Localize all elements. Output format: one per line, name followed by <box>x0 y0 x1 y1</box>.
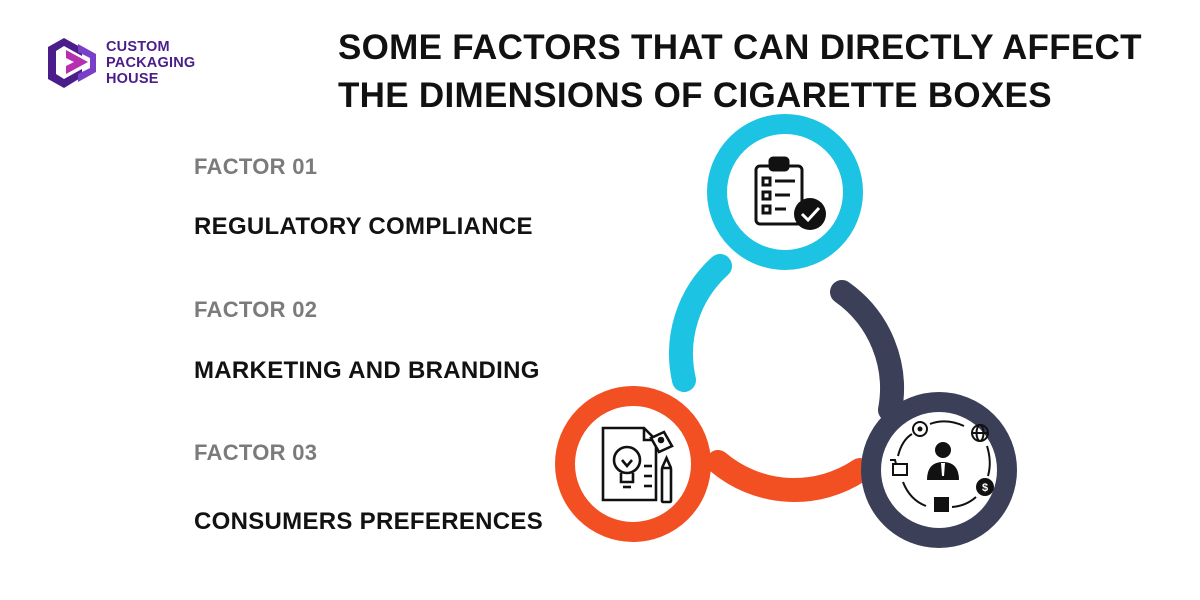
logo-wordmark: CUSTOM PACKAGING HOUSE <box>106 39 195 87</box>
connector-arc-cyan <box>669 254 732 392</box>
factor-2-name: MARKETING AND BRANDING <box>194 357 540 384</box>
logo-hexagon-icon <box>48 38 96 88</box>
connector-arc-navy <box>830 280 904 422</box>
factor-3-label: FACTOR 03 <box>194 440 318 465</box>
logo-line-2: PACKAGING <box>106 55 196 71</box>
brand-logo: CUSTOM PACKAGING HOUSE <box>48 34 248 94</box>
page-title: SOME FACTORS THAT CAN DIRECTLY AFFECT TH… <box>338 24 1142 120</box>
marketing-cycle-icon: $ <box>890 420 994 512</box>
factor-1-label: FACTOR 01 <box>194 154 318 179</box>
title-line-2: THE DIMENSIONS OF CIGARETTE BOXES <box>338 76 1052 115</box>
factor-3-node <box>555 386 711 542</box>
factor-2-node: $ <box>861 392 1017 548</box>
factor-1-node <box>707 114 863 270</box>
logo-line-1: CUSTOM <box>106 39 170 55</box>
factor-1-name: REGULATORY COMPLIANCE <box>194 213 533 240</box>
idea-document-icon <box>601 426 674 504</box>
checklist-clipboard-icon <box>754 156 826 230</box>
title-line-1: SOME FACTORS THAT CAN DIRECTLY AFFECT <box>338 28 1142 67</box>
connector-arc-orange <box>706 450 872 502</box>
logo-line-3: HOUSE <box>106 71 159 87</box>
factor-3-name: CONSUMERS PREFERENCES <box>194 508 544 535</box>
factor-2-label: FACTOR 02 <box>194 297 318 322</box>
svg-text:$: $ <box>982 482 988 494</box>
